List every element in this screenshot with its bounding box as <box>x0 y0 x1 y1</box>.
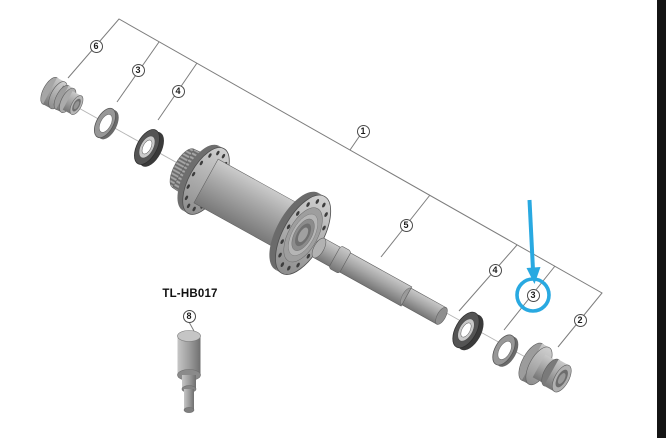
callout-8-label: 8 <box>186 310 192 321</box>
callout-3-right-highlighted[interactable]: 3 <box>526 288 540 302</box>
callout-3-left[interactable]: 3 <box>131 63 145 77</box>
callout-5[interactable]: 5 <box>399 218 413 232</box>
seal-washer-left <box>93 107 119 140</box>
axle <box>311 237 448 325</box>
callout-4-right[interactable]: 4 <box>488 263 502 277</box>
end-cap-right <box>518 342 572 393</box>
callout-1-label: 1 <box>360 125 366 136</box>
highlight-annotation <box>515 199 551 313</box>
callout-2[interactable]: 2 <box>573 313 587 327</box>
callout-4-right-label: 4 <box>492 264 498 275</box>
leader-bearing-right <box>458 244 518 312</box>
callout-3-right-label: 3 <box>530 289 536 300</box>
tool-part-number-label: TL-HB017 <box>162 288 218 300</box>
highlight-circle <box>515 277 551 313</box>
callout-5-label: 5 <box>403 219 409 230</box>
bearing-right <box>452 311 484 351</box>
end-cap-left <box>40 77 84 115</box>
down-arrow-icon-shaft <box>527 199 535 271</box>
callout-3-left-label: 3 <box>135 64 141 75</box>
callout-6-label: 6 <box>93 40 99 51</box>
callout-2-label: 2 <box>577 314 583 325</box>
hub-flange-left-holes <box>184 150 228 212</box>
callout-4-left-label: 4 <box>175 85 181 96</box>
callout-8[interactable]: 8 <box>182 309 196 323</box>
hub-shell <box>169 144 332 275</box>
down-arrow-icon-head <box>526 267 541 284</box>
bearing-left <box>134 129 164 167</box>
right-edge-bar <box>657 0 666 438</box>
seal-washer-right <box>492 334 519 367</box>
leader-tool <box>188 321 195 332</box>
callout-4-left[interactable]: 4 <box>171 84 185 98</box>
callout-1[interactable]: 1 <box>356 124 370 138</box>
tl-hb017-tool <box>177 330 201 413</box>
callout-6[interactable]: 6 <box>89 39 103 53</box>
